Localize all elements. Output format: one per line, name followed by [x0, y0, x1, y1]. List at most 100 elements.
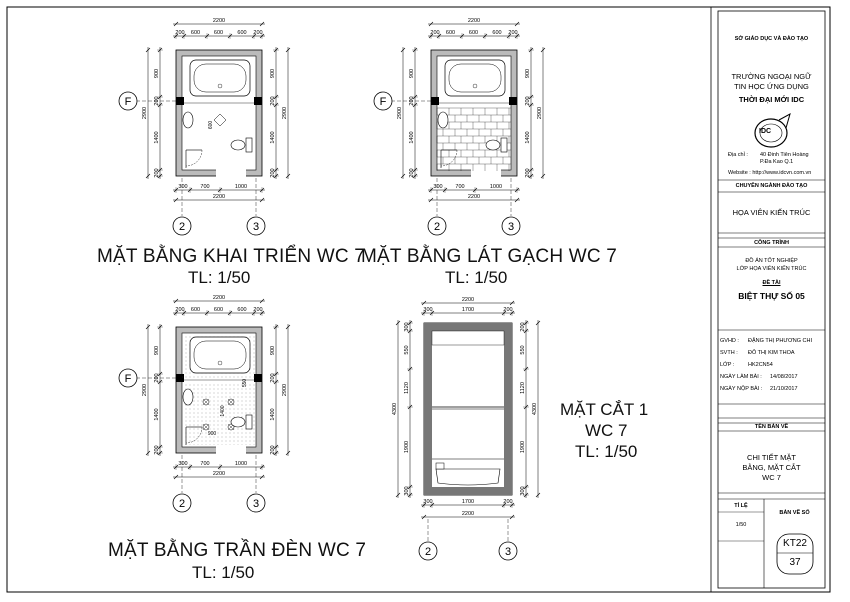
tb-gvhd-label: GVHD :	[720, 338, 739, 344]
dimension-label: 200	[175, 307, 184, 313]
dimension-label: 200	[154, 445, 160, 454]
dimension-label: 200	[253, 30, 262, 36]
grid-bubble-3-label: 3	[253, 498, 259, 510]
line	[535, 320, 541, 326]
toilet-tank	[245, 414, 253, 430]
door-opening	[216, 445, 246, 455]
tb-sheet-code: KT22	[783, 538, 807, 549]
bathtub-inner	[193, 63, 247, 93]
door-opening	[216, 168, 246, 178]
dimension-label: 200	[270, 373, 276, 382]
dimension-label: 1400	[525, 131, 531, 143]
section-title: MẶT CẮT 1	[560, 400, 649, 419]
door-swing	[440, 149, 458, 167]
dimension-label: 1000	[490, 184, 502, 190]
dimension-label: 200	[253, 307, 262, 313]
dimension-label: 300	[404, 322, 410, 331]
bathtub-icon	[189, 59, 251, 97]
plan1-scale: TL: 1/50	[188, 268, 251, 287]
column	[431, 97, 439, 105]
tb-major-header: CHUYÊN NGÀNH ĐÀO TẠO	[735, 183, 808, 189]
tb-submit: 21/10/2017	[770, 386, 798, 392]
section-scale: TL: 1/50	[575, 442, 638, 461]
toilet-tank	[500, 137, 508, 153]
dimension-label: 600	[492, 30, 501, 36]
dimension-label: 1700	[462, 307, 474, 313]
grid-bubble-3-label: 3	[505, 546, 511, 558]
plan3-scale: TL: 1/50	[192, 563, 255, 582]
dimension-label: 200	[525, 96, 531, 105]
dimension-label: 600	[208, 121, 214, 130]
grid-bubble-2	[427, 216, 447, 236]
column	[176, 374, 184, 382]
dimension-label: 1400	[154, 408, 160, 420]
dimension-label: 900	[154, 69, 160, 78]
dimension-label: 200	[520, 322, 526, 331]
line	[285, 450, 291, 456]
tb-school-line1: TRƯỜNG NGOẠI NGỮ	[731, 72, 812, 81]
line	[509, 514, 515, 520]
dimension-label: 1400	[409, 131, 415, 143]
dimension-label: 600	[237, 30, 246, 36]
grid-bubble-f-label: F	[125, 96, 132, 108]
plan3-title: MẶT BẰNG TRẦN ĐÈN WC 7	[108, 540, 367, 561]
line	[540, 173, 546, 179]
line	[509, 300, 515, 306]
grid-bubble-f	[118, 368, 138, 388]
grid-bubble-2-label: 2	[179, 221, 185, 233]
line	[428, 197, 434, 203]
slab-bottom	[424, 487, 512, 495]
dimension-label: 4300	[532, 403, 538, 415]
line	[285, 173, 291, 179]
line	[285, 47, 291, 53]
grid-bubble-2	[418, 541, 438, 561]
dimension-label: 600	[237, 307, 246, 313]
dimension-label: 1900	[404, 441, 410, 453]
grid-bubble-2-label: 2	[425, 546, 431, 558]
line	[145, 173, 151, 179]
tb-gvhd: ĐẶNG THỊ PHƯƠNG CHI	[748, 338, 813, 344]
grid-bubble-f-label: F	[380, 96, 387, 108]
line	[145, 47, 151, 53]
grid-bubble-3-label: 3	[508, 221, 514, 233]
column	[176, 97, 184, 105]
floor-drain-icon	[213, 113, 227, 127]
tb-project-2: LỚP HỌA VIÊN KIẾN TRÚC	[736, 266, 807, 272]
dimension-label: 200	[154, 168, 160, 177]
line	[421, 514, 427, 520]
dimension-label: 300	[423, 499, 432, 505]
dimension-label: 550	[520, 345, 526, 354]
dimension-label: 2900	[397, 107, 403, 119]
tb-project-header: CÔNG TRÌNH	[754, 240, 789, 246]
tb-website: Website : http://www.idcvn.com.vn	[728, 170, 812, 176]
tb-topic: BIỆT THỰ SỐ 05	[738, 291, 805, 301]
tb-school-line3: THỜI ĐẠI MỚI IDC	[738, 95, 805, 104]
tb-ministry: SỞ GIÁO DỤC VÀ ĐÀO TẠO	[734, 36, 809, 42]
line	[535, 492, 541, 498]
toilet-tank	[245, 137, 253, 153]
tb-start: 14/08/2017	[770, 374, 798, 380]
tb-address-1: 40 Đinh Tiên Hoàng	[760, 152, 809, 158]
wall-right	[504, 323, 512, 495]
dimension-label: 200	[270, 168, 276, 177]
dimension-label: 900	[154, 346, 160, 355]
dimension-label: 200	[508, 30, 517, 36]
grid-bubble-f-label: F	[125, 373, 132, 385]
dimension-label: 550	[242, 379, 248, 388]
dimension-label: 2900	[537, 107, 543, 119]
grid-bubble-f	[373, 91, 393, 111]
dimension-label: 2900	[282, 107, 288, 119]
dimension-label: 2900	[142, 107, 148, 119]
door-swing	[185, 149, 203, 167]
dimension-label: 900	[409, 69, 415, 78]
column	[509, 97, 517, 105]
grid-bubble-3	[498, 541, 518, 561]
dimension-label: 700	[455, 184, 464, 190]
tb-drawing-name-1: CHI TIẾT MẶT	[747, 453, 796, 462]
dimension-label: 4300	[392, 403, 398, 415]
dimension-label: 300	[178, 184, 187, 190]
dimension-label: 2200	[213, 18, 225, 24]
